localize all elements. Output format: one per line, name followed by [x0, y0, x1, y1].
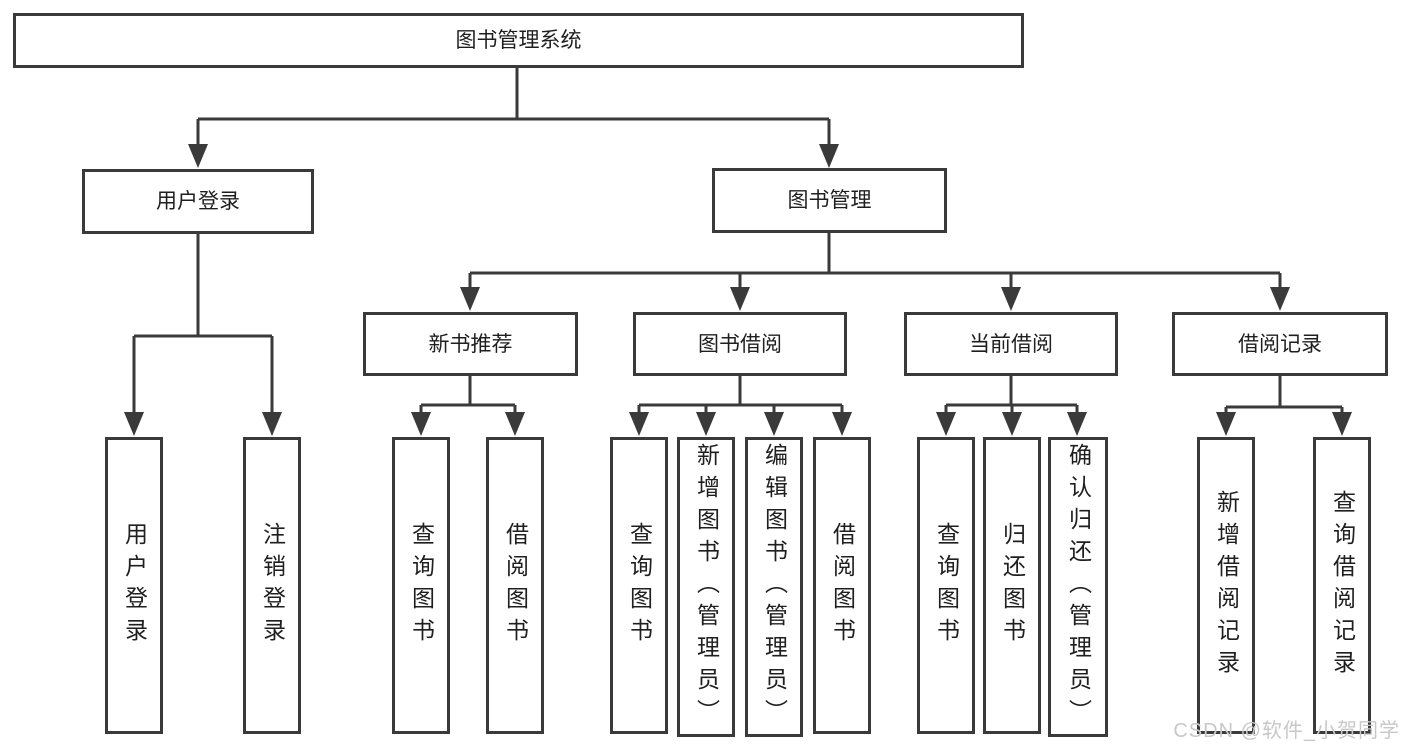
node-label: 编辑图书（管理员）: [761, 443, 788, 731]
node-label: 借阅图书: [829, 521, 856, 650]
leaf-user-login: 用户登录: [105, 437, 163, 734]
node-new-book-recommend: 新书推荐: [363, 312, 578, 376]
node-label: 新增借阅记录: [1213, 489, 1240, 682]
leaf-borrow-books-recommend: 借阅图书: [486, 437, 544, 734]
watermark: CSDN @软件_小贺同学: [1173, 720, 1400, 742]
node-label: 新增图书（管理员）: [693, 443, 720, 731]
node-label: 查询图书: [933, 521, 960, 650]
leaf-query-borrow-record: 查询借阅记录: [1313, 437, 1371, 734]
node-label: 确认归还（管理员）: [1065, 443, 1092, 731]
node-library-system: 图书管理系统: [13, 13, 1024, 68]
leaf-query-books-current: 查询图书: [917, 437, 975, 734]
node-book-management: 图书管理: [712, 168, 947, 233]
node-label: 归还图书: [999, 521, 1026, 650]
node-label: 借阅记录: [1238, 332, 1322, 356]
leaf-confirm-return-admin: 确认归还（管理员）: [1048, 437, 1108, 737]
node-label: 图书管理: [787, 189, 872, 212]
leaf-query-books-recommend: 查询图书: [392, 437, 450, 734]
node-label: 用户登录: [156, 190, 240, 213]
node-label: 图书借阅: [698, 332, 782, 356]
leaf-query-books-borrow: 查询图书: [610, 437, 668, 734]
leaf-logout: 注销登录: [243, 437, 301, 734]
node-label: 查询图书: [408, 521, 435, 650]
node-label: 新书推荐: [428, 332, 513, 356]
leaf-return-book: 归还图书: [983, 437, 1041, 734]
node-user-login: 用户登录: [82, 169, 314, 234]
node-label: 用户登录: [121, 521, 148, 650]
leaf-edit-book-admin: 编辑图书（管理员）: [745, 437, 803, 737]
leaf-add-book-admin: 新增图书（管理员）: [677, 437, 735, 737]
node-label: 注销登录: [259, 521, 286, 650]
node-label: 借阅图书: [502, 521, 529, 650]
leaf-add-borrow-record: 新增借阅记录: [1197, 437, 1255, 734]
node-book-borrow: 图书借阅: [633, 312, 847, 376]
node-label: 图书管理系统: [455, 29, 582, 52]
node-label: 查询图书: [626, 521, 653, 650]
node-label: 查询借阅记录: [1329, 489, 1356, 682]
node-label: 当前借阅: [969, 332, 1053, 356]
node-current-borrow: 当前借阅: [904, 312, 1118, 376]
node-borrow-records: 借阅记录: [1172, 312, 1388, 376]
leaf-borrow-books: 借阅图书: [813, 437, 871, 734]
